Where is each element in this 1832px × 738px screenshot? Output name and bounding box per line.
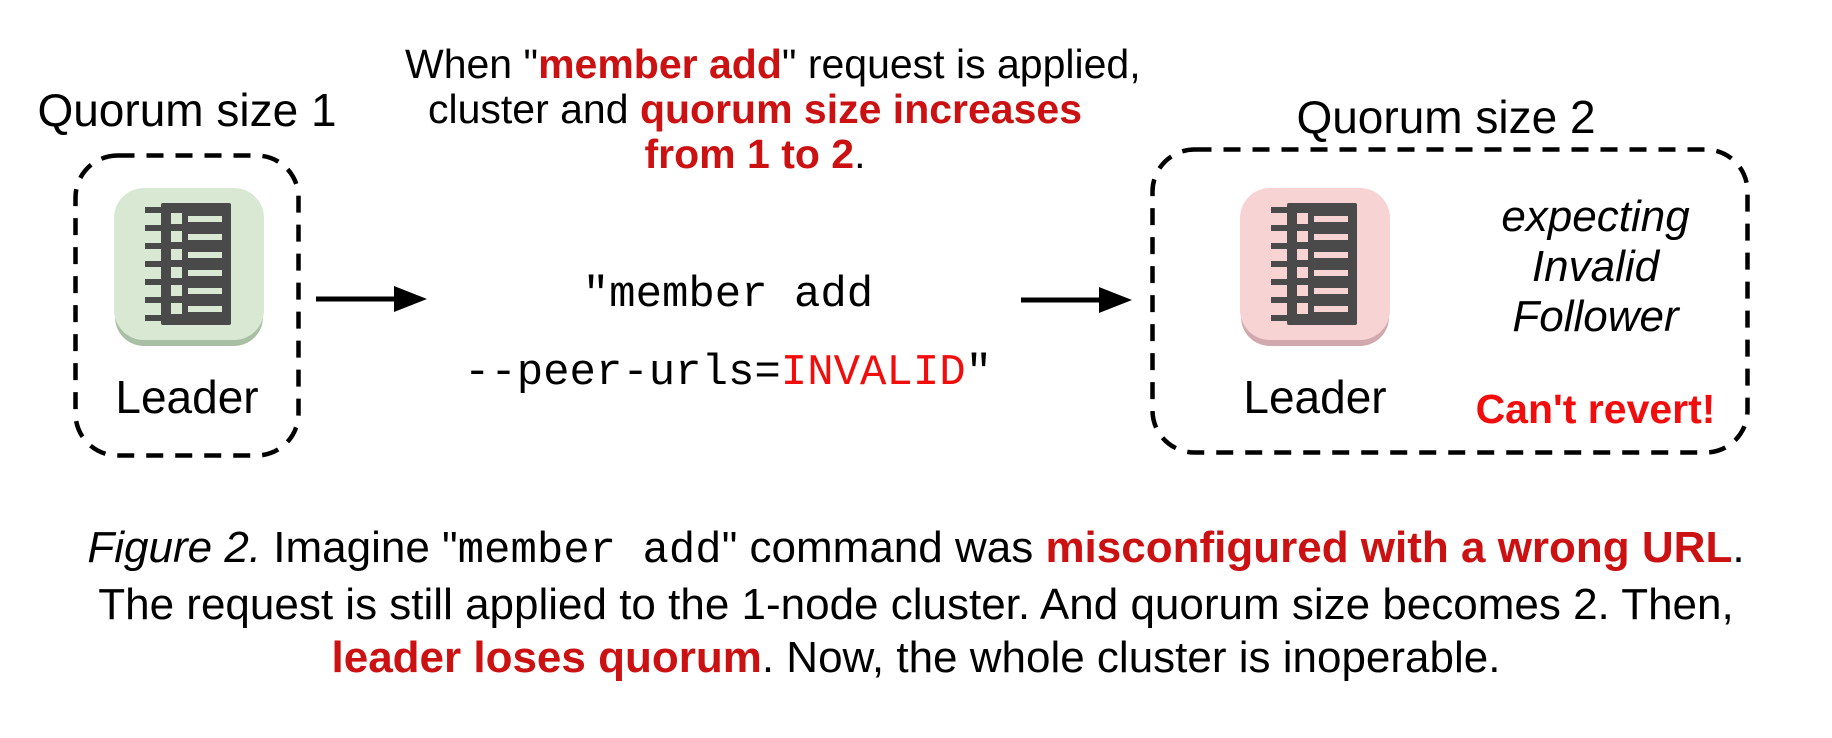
annotation-line-2: cluster and quorum size increases: [427, 86, 1083, 132]
left-cluster-boundary: [73, 153, 301, 458]
command-line-1: "member add: [582, 270, 874, 320]
leader-label-right: Leader: [1243, 371, 1387, 423]
caption-line-1: Figure 2. Imagine "member add" command w…: [87, 523, 1745, 576]
right-cluster-title: Quorum size 2: [1296, 91, 1596, 143]
annotation-line-3: from 1 to 2.: [644, 131, 866, 177]
expecting-status-line-3: Follower: [1512, 292, 1679, 341]
right-cluster-boundary: [1150, 147, 1750, 455]
server-icon: [145, 203, 231, 325]
expecting-status-line-2: Invalid: [1531, 242, 1660, 291]
expecting-status: expecting Invalid Follower: [1448, 192, 1743, 342]
annotation-line-1: When "member add" request is applied,: [405, 41, 1141, 87]
caption-line-2: The request is still applied to the 1-no…: [98, 580, 1734, 629]
leader-label-left: Leader: [115, 371, 259, 423]
arrow-right-icon: [1021, 287, 1132, 313]
command-text: "member add --peer-urls=INVALID": [378, 256, 1078, 412]
expecting-status-line-1: expecting: [1501, 192, 1690, 241]
cant-revert-warning: Can't revert!: [1475, 386, 1716, 432]
leader-node-left: [114, 188, 264, 340]
caption-line-3: leader loses quorum. Now, the whole clus…: [331, 633, 1501, 682]
server-icon: [1271, 203, 1357, 325]
figure-caption: Figure 2. Imagine "member add" command w…: [0, 521, 1832, 684]
command-line-2: --peer-urls=INVALID": [463, 348, 993, 398]
left-cluster-title: Quorum size 1: [37, 84, 337, 136]
annotation-text: When "member add" request is applied, cl…: [405, 41, 1141, 177]
leader-node-right: [1240, 188, 1390, 340]
arrow-right-icon: [316, 286, 427, 312]
